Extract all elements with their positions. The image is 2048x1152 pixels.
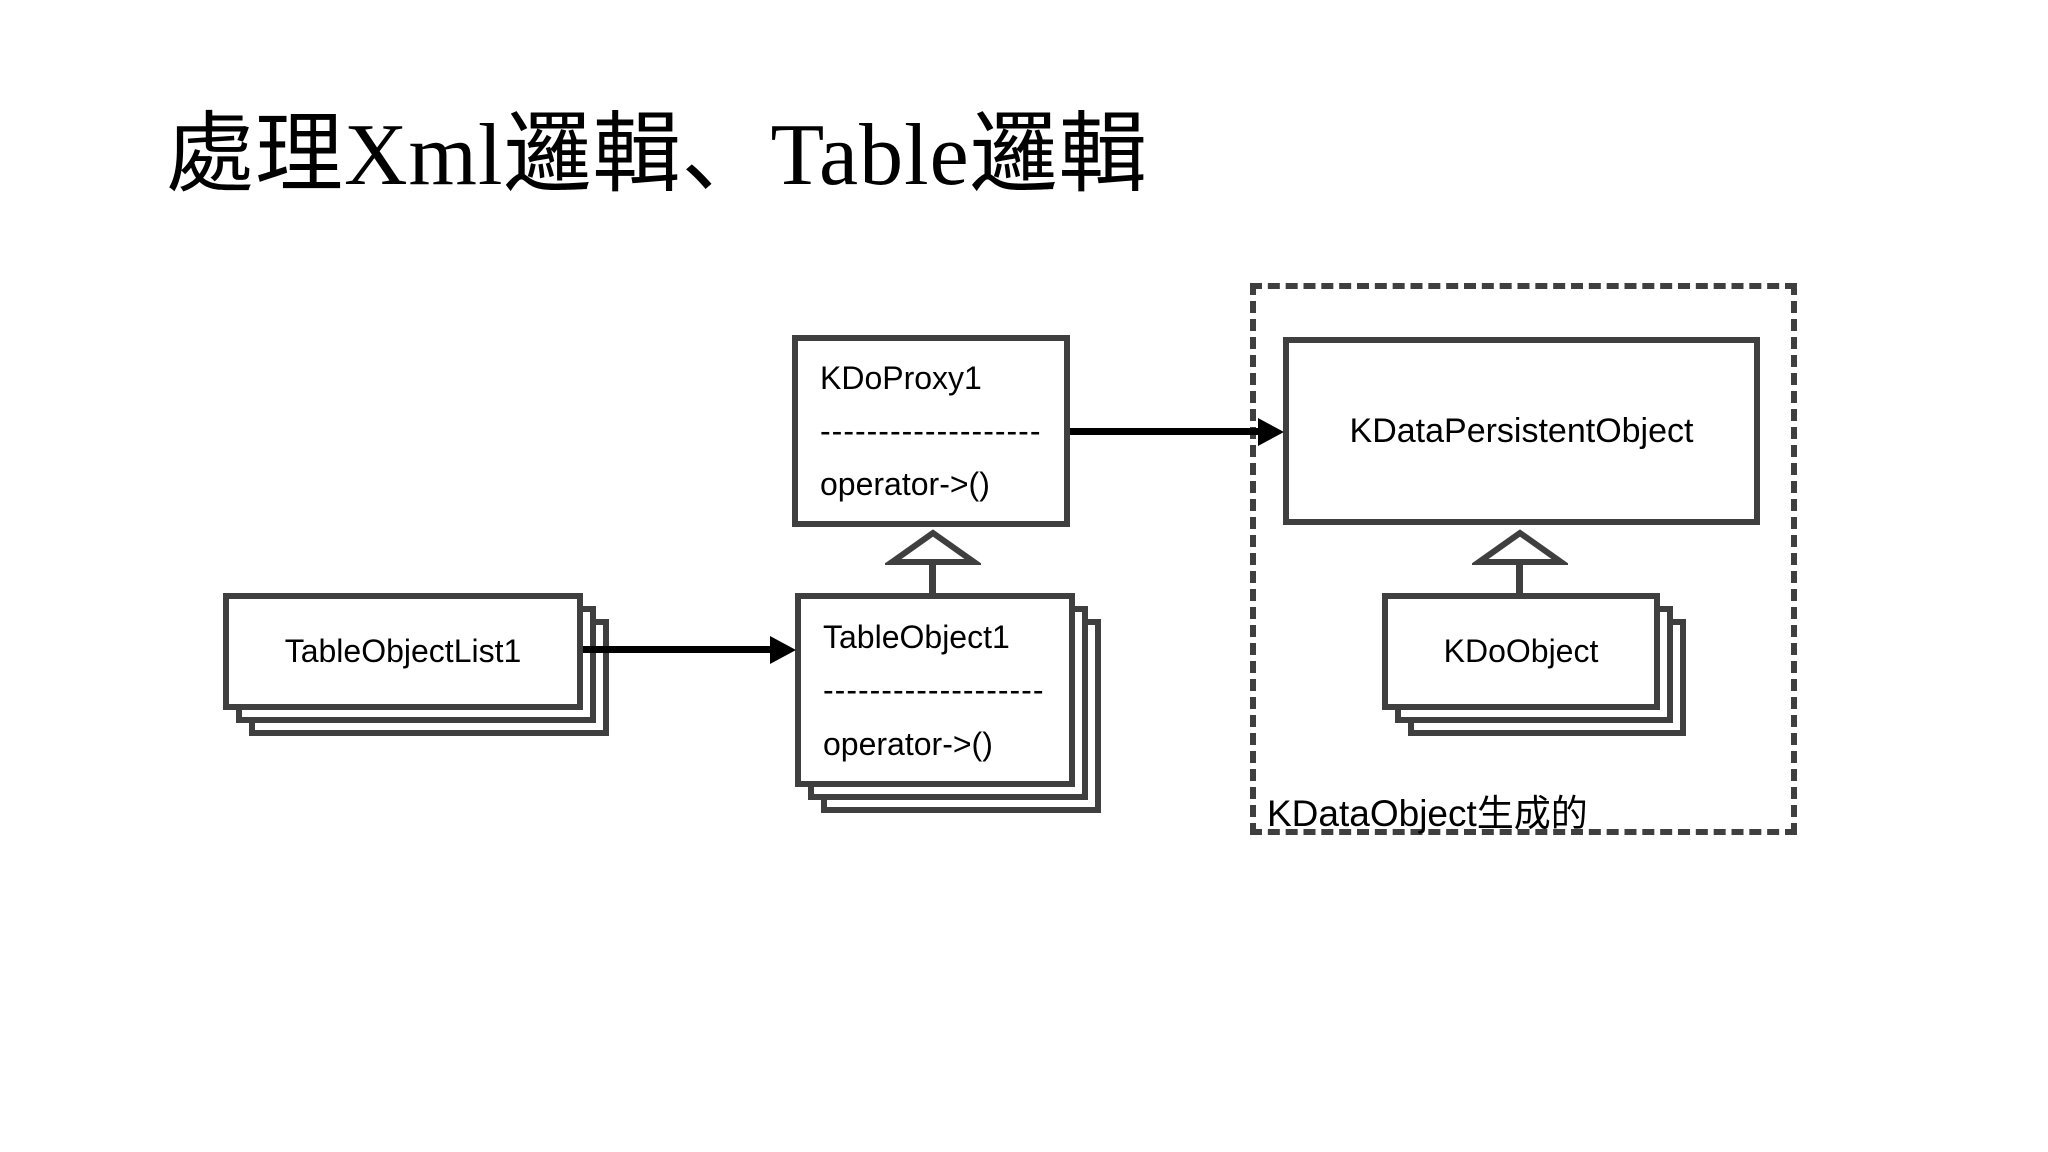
node-table-object-list-label: TableObjectList1 <box>284 633 522 669</box>
node-table-object-separator: ------------------- <box>823 672 1045 708</box>
kdataobject-group-caption: KDataObject生成的 <box>1267 793 1588 834</box>
node-table-object-method: operator->() <box>823 725 993 762</box>
arrow-kdo-proxy-to-kdata-persistent-object <box>1070 428 1260 435</box>
node-table-object-list: TableObjectList1 <box>223 593 583 710</box>
inheritance-triangle-icon <box>885 529 981 565</box>
node-kdata-persistent-object: KDataPersistentObject <box>1283 337 1760 525</box>
arrowhead-icon <box>1258 418 1284 446</box>
node-kdo-proxy-method: operator->() <box>820 466 990 502</box>
inheritance-stem <box>1516 561 1523 594</box>
node-kdo-proxy-label: KDoProxy1 <box>820 360 982 396</box>
node-kdo-object: KDoObject <box>1382 593 1660 710</box>
node-kdata-persistent-object-label: KDataPersistentObject <box>1349 411 1694 450</box>
node-kdo-object-label: KDoObject <box>1443 633 1599 669</box>
arrowhead-icon <box>770 636 796 664</box>
kdataobject-group-container <box>1250 283 1797 835</box>
node-table-object: TableObject1 ------------------- operato… <box>795 593 1075 787</box>
arrow-table-object-list-to-table-object <box>583 646 773 653</box>
node-kdo-proxy: KDoProxy1 ------------------- operator->… <box>792 335 1070 527</box>
inheritance-stem <box>929 561 936 594</box>
slide-title: 處理Xml邏輯、Table邏輯 <box>166 107 1148 204</box>
node-table-object-label: TableObject1 <box>823 618 1010 655</box>
node-kdo-proxy-separator: ------------------- <box>820 413 1042 449</box>
inheritance-triangle-icon <box>1472 529 1568 565</box>
